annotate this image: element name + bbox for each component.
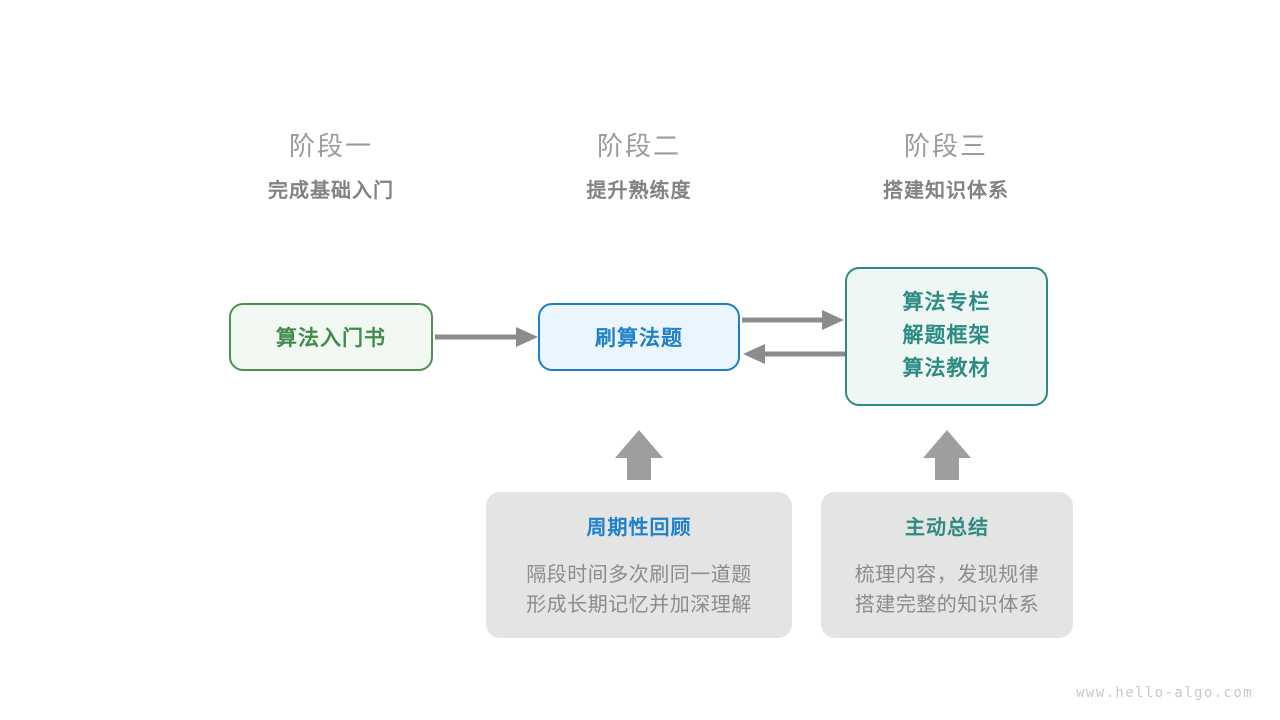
stage-subtitle-3: 搭建知识体系 xyxy=(883,179,1009,202)
arrow-up-review xyxy=(615,430,663,480)
node-resources-line-1: 算法专栏 xyxy=(902,291,991,315)
node-practice-problems[interactable]: 刷算法题 xyxy=(538,303,740,371)
card-periodic-review[interactable]: 周期性回顾 隔段时间多次刷同一道题 形成长期记忆并加深理解 xyxy=(486,492,792,638)
stage-column-2: 阶段二 提升熟练度 xyxy=(519,130,759,204)
card-active-summary[interactable]: 主动总结 梳理内容，发现规律 搭建完整的知识体系 xyxy=(821,492,1073,638)
node-resources-line-2: 解题框架 xyxy=(902,324,991,348)
arrow-practice-to-resources xyxy=(742,310,844,330)
stage-subtitle-1: 完成基础入门 xyxy=(268,179,394,202)
stage-column-3: 阶段三 搭建知识体系 xyxy=(826,130,1066,204)
stage-title-1: 阶段一 xyxy=(288,131,373,161)
arrow-resources-to-practice xyxy=(743,344,845,364)
node-algorithm-intro-book[interactable]: 算法入门书 xyxy=(229,303,433,371)
arrow-up-summary xyxy=(923,430,971,480)
node-learning-resources[interactable]: 算法专栏 解题框架 算法教材 xyxy=(845,267,1048,406)
node-book-label: 算法入门书 xyxy=(276,327,386,350)
node-practice-label: 刷算法题 xyxy=(595,327,683,350)
card-review-title: 周期性回顾 xyxy=(586,517,692,539)
node-resources-line-3: 算法教材 xyxy=(902,356,991,380)
stage-title-2: 阶段二 xyxy=(596,131,681,161)
card-summary-body: 梳理内容，发现规律 搭建完整的知识体系 xyxy=(854,564,1040,616)
card-summary-title: 主动总结 xyxy=(905,517,989,539)
watermark-url: www.hello-algo.com xyxy=(1076,685,1253,701)
card-review-body: 隔段时间多次刷同一道题 形成长期记忆并加深理解 xyxy=(526,564,752,616)
arrow-book-to-practice xyxy=(435,327,538,347)
stage-title-3: 阶段三 xyxy=(903,131,988,161)
stage-subtitle-2: 提升熟练度 xyxy=(586,179,692,202)
stage-column-1: 阶段一 完成基础入门 xyxy=(211,130,451,204)
